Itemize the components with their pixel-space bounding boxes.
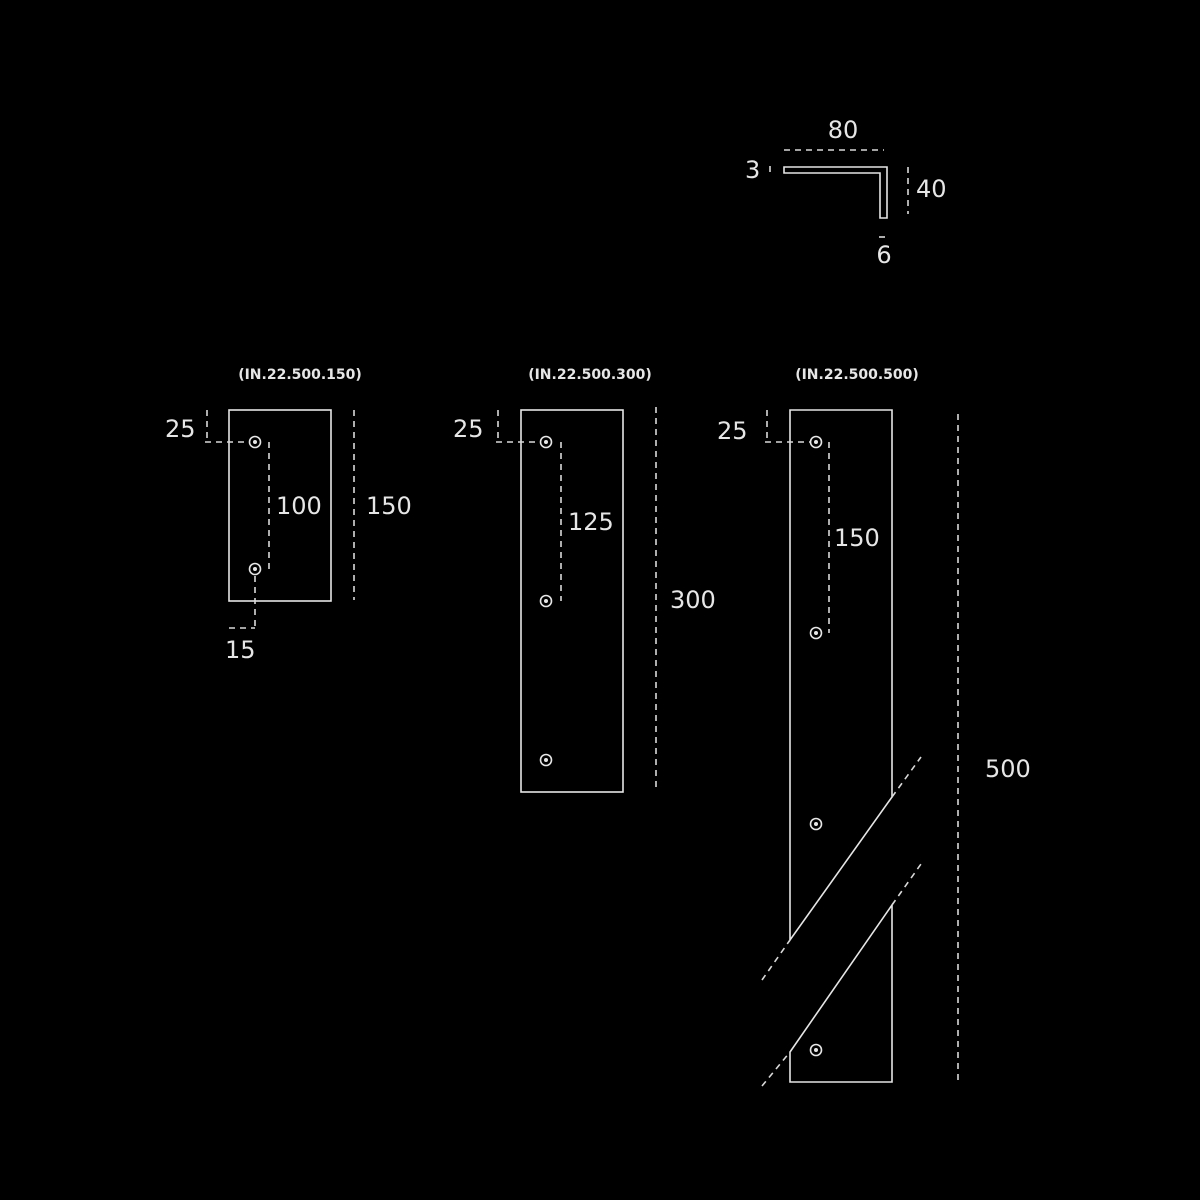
hole-spacing-label: 125 (568, 508, 614, 536)
length-label: 500 (985, 755, 1031, 783)
screw-hole-icon (248, 562, 262, 576)
plate-outline (520, 409, 624, 793)
length-label: 150 (366, 492, 412, 520)
bottom-offset-label: 15 (225, 636, 256, 664)
break-line (891, 756, 922, 798)
plate-500: (IN.22.500.500) 25 150 500 (717, 367, 1031, 1087)
break-line (891, 863, 922, 906)
screw-hole-icon (809, 1043, 823, 1057)
edge-offset-label: 25 (453, 415, 484, 443)
length-label: 300 (670, 586, 716, 614)
profile-top-thickness-label: 3 (745, 156, 760, 184)
hole-spacing-label: 100 (276, 492, 322, 520)
screw-hole-icon (539, 435, 553, 449)
screw-hole-icon (809, 626, 823, 640)
plate-code-label: (IN.22.500.500) (795, 367, 919, 383)
screw-hole-icon (539, 594, 553, 608)
plate-code-label: (IN.22.500.300) (528, 367, 652, 383)
break-line (761, 939, 791, 981)
plate-150: (IN.22.500.150) 25 100 150 15 (165, 367, 412, 664)
profile-side-thickness-label: 6 (876, 241, 891, 269)
plate-lower-outline (789, 902, 893, 1083)
profile-height-label: 40 (916, 175, 947, 203)
plate-300: (IN.22.500.300) 25 125 300 (453, 367, 716, 793)
edge-offset-label: 25 (165, 415, 196, 443)
edge-offset-label: 25 (717, 417, 748, 445)
screw-hole-icon (248, 435, 262, 449)
screw-hole-icon (809, 435, 823, 449)
screw-hole-icon (809, 817, 823, 831)
hole-spacing-label: 150 (834, 524, 880, 552)
plate-code-label: (IN.22.500.150) (238, 367, 362, 383)
profile-outline (783, 166, 888, 219)
profile-width-label: 80 (828, 116, 859, 144)
break-line (761, 1051, 791, 1087)
profile-section: 80 40 3 6 (745, 116, 947, 269)
screw-hole-icon (539, 753, 553, 767)
plate-outline (228, 409, 332, 602)
plate-upper-outline (789, 409, 893, 943)
